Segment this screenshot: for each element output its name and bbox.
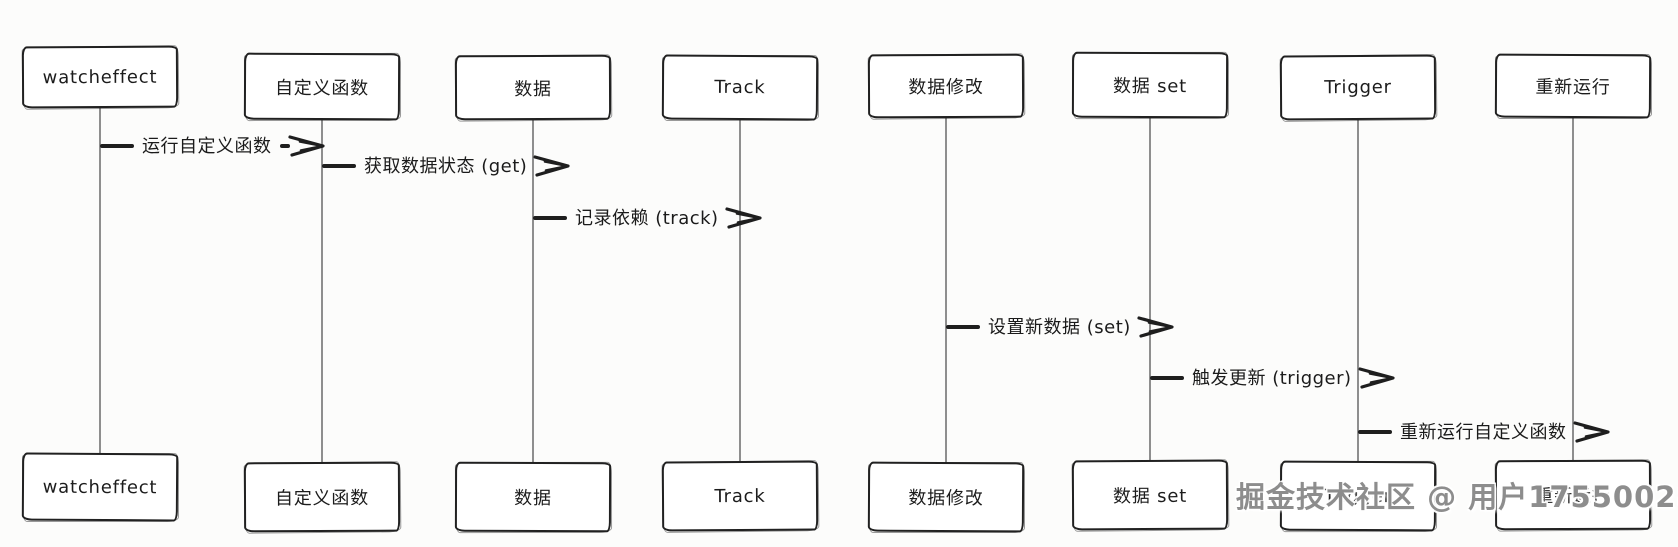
- message-label: 获取数据状态 (get): [364, 156, 528, 177]
- lifeline-track: [739, 118, 741, 463]
- message-line-start: [1358, 430, 1392, 434]
- participant-label: Trigger: [1324, 485, 1392, 507]
- participant-top-rerun: 重新运行: [1494, 53, 1652, 119]
- lifeline-data: [532, 118, 534, 464]
- participant-label: 自定义函数: [274, 77, 370, 99]
- lifeline-data-set: [1149, 116, 1151, 462]
- arrowhead-icon: [288, 135, 325, 157]
- participant-top-track: Track: [661, 54, 819, 121]
- participant-label: 重新运行: [1535, 485, 1611, 508]
- message-line-end: [279, 144, 290, 148]
- participant-top-custom-function: 自定义函数: [243, 52, 401, 121]
- participant-top-trigger: Trigger: [1279, 54, 1437, 121]
- message-line-start: [322, 164, 356, 168]
- message-label: 运行自定义函数: [142, 136, 272, 157]
- participant-label: watcheffect: [42, 476, 158, 498]
- participant-label: Track: [714, 485, 766, 507]
- message-line-start: [533, 216, 567, 220]
- participant-bottom-data-set: 数据 set: [1071, 459, 1229, 531]
- message-arrow-5: 触发更新 (trigger): [1150, 365, 1395, 391]
- lifeline-trigger: [1357, 118, 1359, 463]
- lifeline-custom-function: [321, 118, 323, 464]
- participant-label: 数据修改: [908, 487, 984, 510]
- participant-label: Track: [714, 76, 766, 99]
- participant-label: 数据: [514, 487, 552, 510]
- participant-label: 数据 set: [1112, 485, 1188, 508]
- participant-bottom-watcheffect: watcheffect: [21, 452, 179, 522]
- participant-label: Trigger: [1324, 76, 1392, 99]
- message-arrow-3: 记录依赖 (track): [533, 205, 762, 231]
- participant-bottom-track: Track: [661, 460, 819, 532]
- message-line-start: [1150, 376, 1184, 380]
- participant-bottom-data: 数据: [454, 461, 612, 533]
- participant-label: 重新运行: [1535, 76, 1611, 99]
- participant-bottom-trigger: Trigger: [1279, 460, 1437, 532]
- arrowhead-icon: [533, 155, 570, 177]
- message-label: 重新运行自定义函数: [1400, 422, 1567, 443]
- arrowhead-icon: [724, 207, 762, 229]
- message-arrow-6: 重新运行自定义函数: [1358, 419, 1610, 445]
- participant-top-data-set: 数据 set: [1071, 51, 1229, 119]
- participant-label: watcheffect: [42, 66, 158, 88]
- participant-top-data-modify: 数据修改: [867, 53, 1025, 119]
- message-line-start: [946, 325, 980, 329]
- participant-bottom-custom-function: 自定义函数: [243, 461, 401, 533]
- message-arrow-1: 运行自定义函数: [100, 133, 327, 159]
- message-label: 触发更新 (trigger): [1192, 368, 1352, 389]
- participant-label: 数据: [514, 78, 552, 100]
- participant-top-data: 数据: [454, 54, 612, 121]
- participant-label: 自定义函数: [274, 487, 370, 510]
- message-arrow-4: 设置新数据 (set): [946, 314, 1174, 340]
- participant-bottom-data-modify: 数据修改: [867, 461, 1025, 533]
- lifeline-rerun: [1572, 116, 1574, 462]
- message-line-start: [100, 144, 134, 148]
- participant-top-watcheffect: watcheffect: [21, 45, 179, 109]
- participant-bottom-rerun: 重新运行: [1494, 459, 1652, 531]
- lifeline-data-modify: [945, 116, 947, 464]
- message-label: 记录依赖 (track): [575, 208, 719, 229]
- message-arrow-2: 获取数据状态 (get): [322, 153, 570, 179]
- arrowhead-icon: [1572, 421, 1610, 443]
- arrowhead-icon: [1137, 316, 1174, 338]
- message-label: 设置新数据 (set): [988, 317, 1131, 338]
- arrowhead-icon: [1357, 367, 1395, 389]
- participant-label: 数据 set: [1112, 75, 1188, 98]
- participant-label: 数据修改: [908, 76, 984, 99]
- lifeline-watcheffect: [99, 106, 101, 455]
